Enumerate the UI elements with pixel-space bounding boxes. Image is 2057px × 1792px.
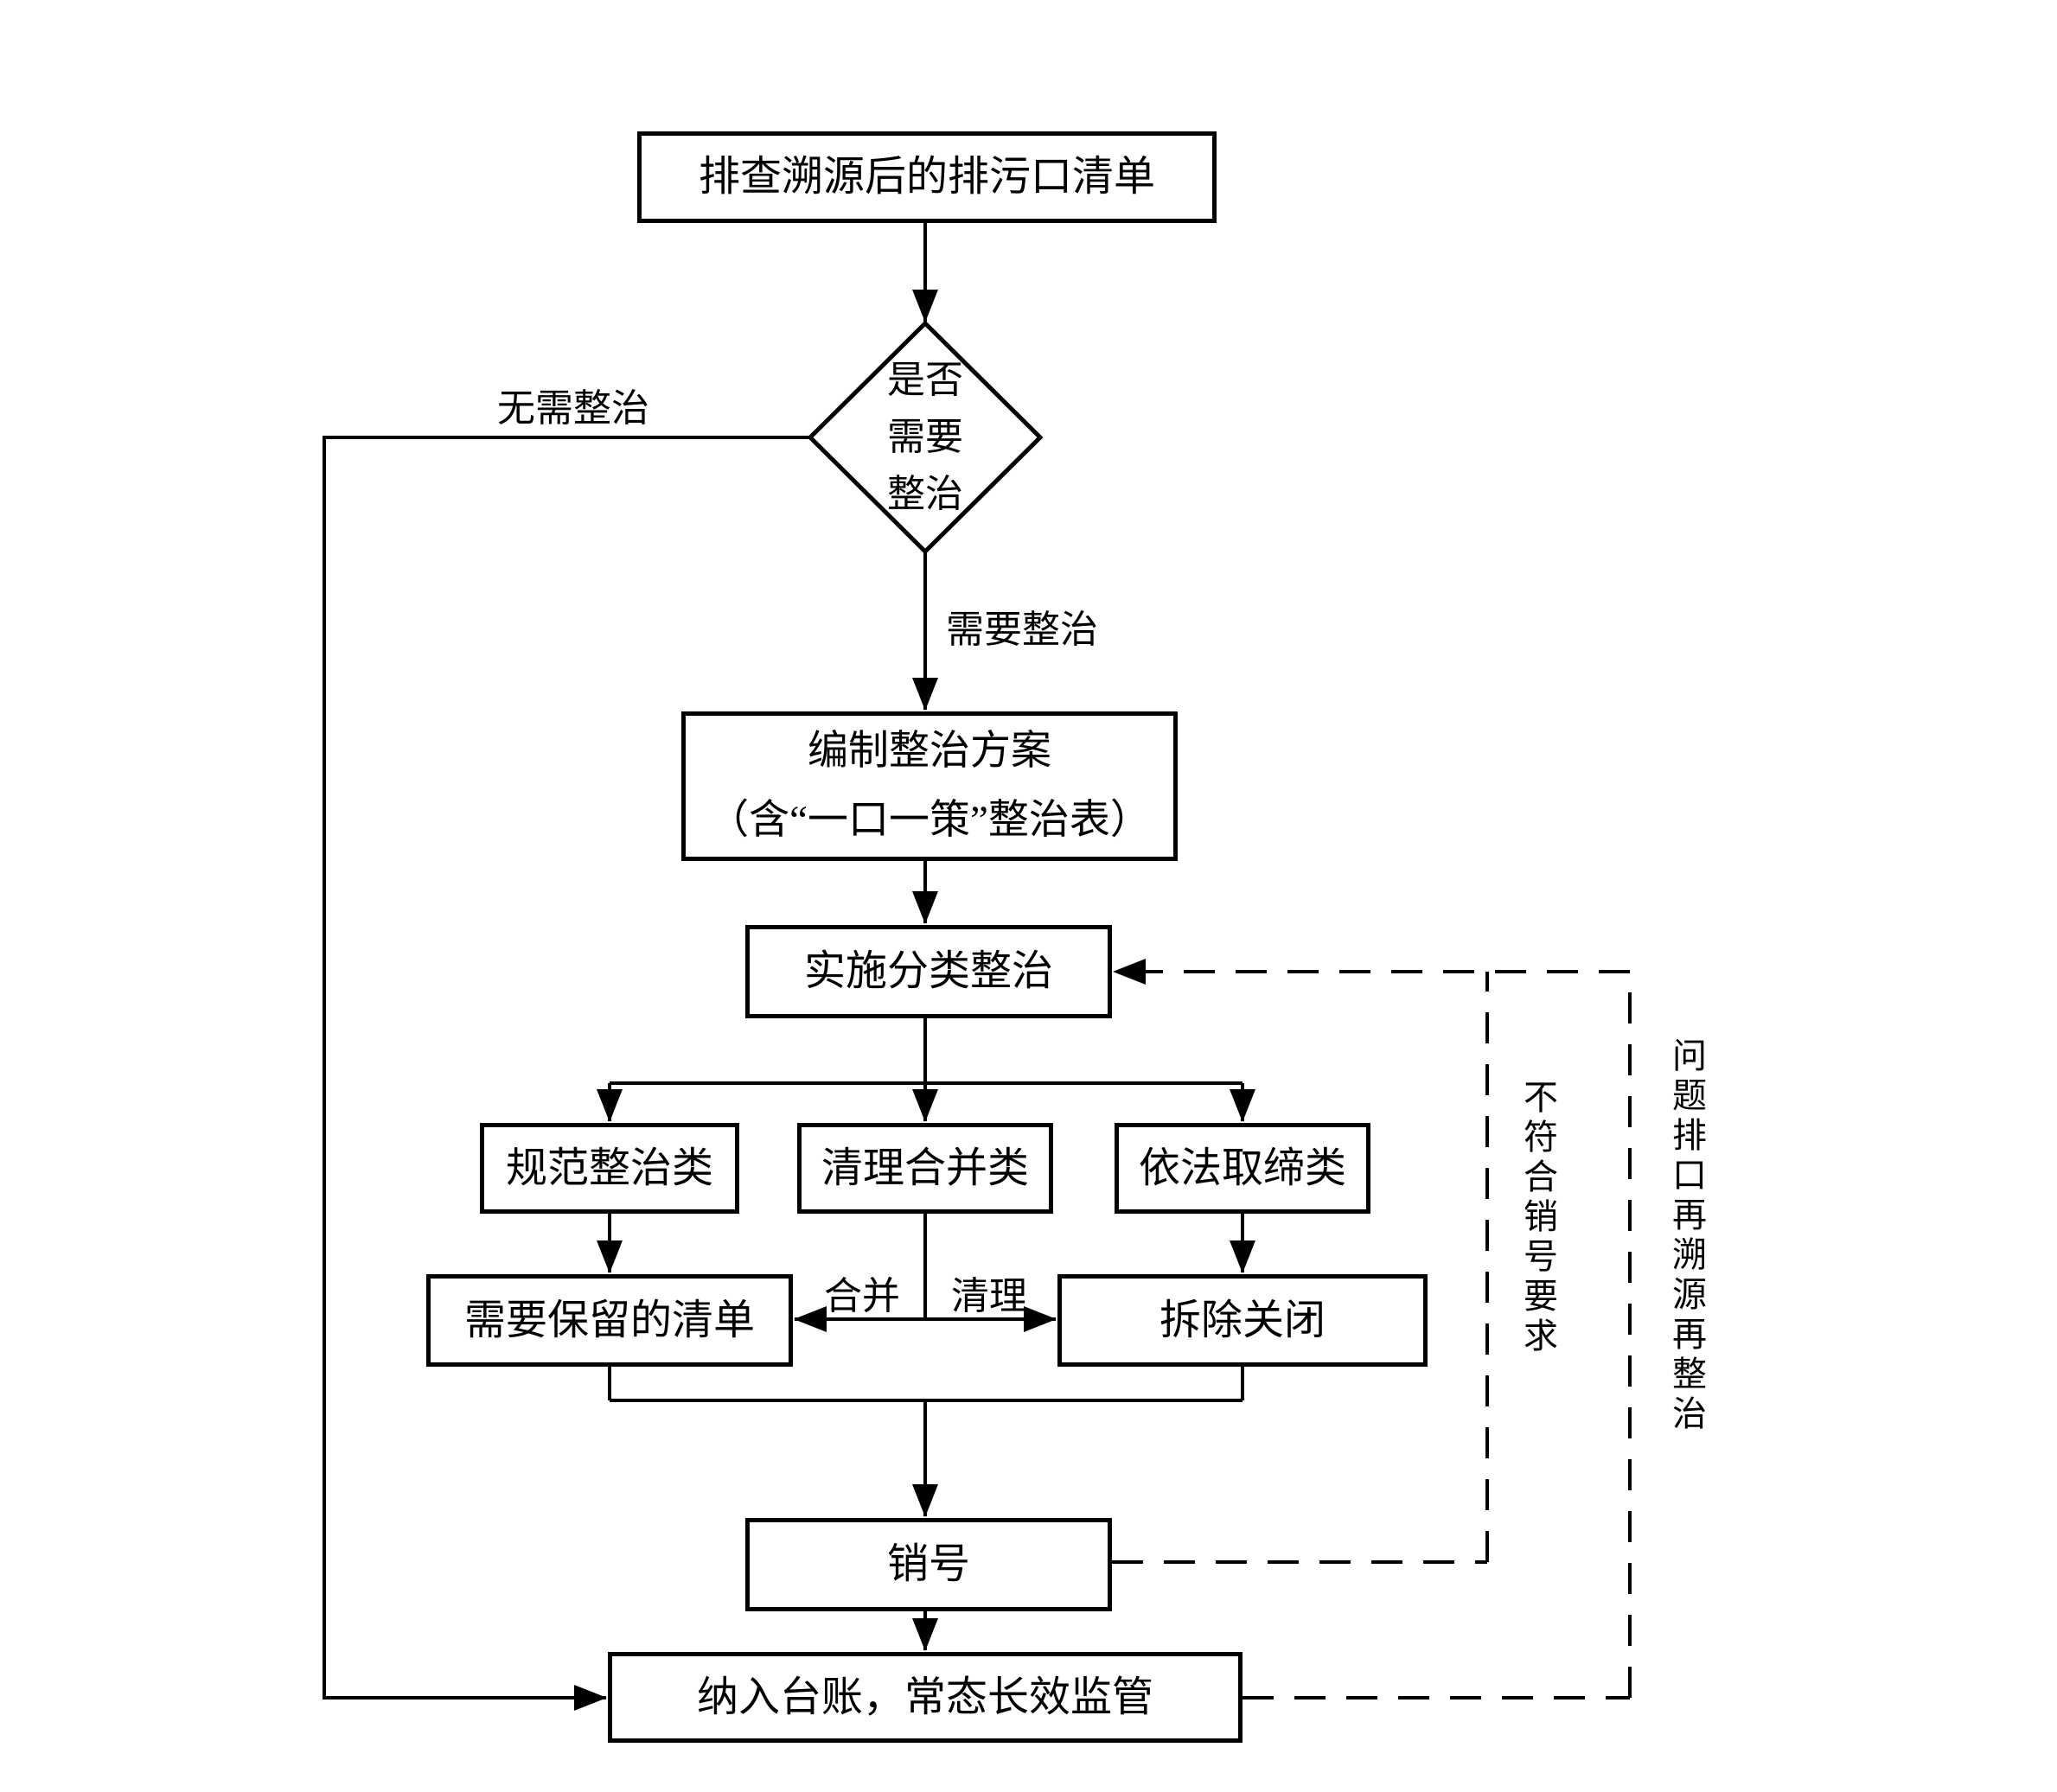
decision-line: 需要 bbox=[887, 416, 963, 458]
edge-label-need: 需要整治 bbox=[946, 609, 1098, 651]
node-category-standard-label: 规范整治类 bbox=[505, 1145, 713, 1191]
node-ledger-label: 纳入台账，常态长效监管 bbox=[696, 1674, 1153, 1720]
dashed-connectors bbox=[1112, 959, 1632, 1700]
node-source-list-label: 排查溯源后的排污口清单 bbox=[698, 154, 1155, 200]
node-category-merge: 清理合并类 bbox=[797, 1123, 1053, 1214]
node-category-ban: 依法取缔类 bbox=[1115, 1123, 1370, 1214]
decision-line: 是否 bbox=[887, 359, 963, 401]
edge-label-clear: 清理 bbox=[951, 1275, 1027, 1317]
decision-line: 整治 bbox=[887, 473, 963, 515]
node-implement-label: 实施分类整治 bbox=[803, 948, 1053, 994]
node-plan-label: 编制整治方案 （含“一口一策”整治表） bbox=[708, 717, 1151, 856]
decision-diamond bbox=[807, 320, 1044, 555]
node-decision-label: 是否 需要 整治 bbox=[887, 352, 963, 523]
node-demolish-close-label: 拆除关闭 bbox=[1159, 1297, 1326, 1343]
edge-label-no-need: 无需整治 bbox=[497, 387, 649, 430]
edge-label-not-meet-closeout: 不符合销号要求 bbox=[1518, 1079, 1557, 1357]
node-ledger: 纳入台账，常态长效监管 bbox=[608, 1652, 1243, 1743]
solid-connectors bbox=[323, 223, 1255, 1711]
node-implement: 实施分类整治 bbox=[745, 925, 1112, 1018]
node-category-merge-label: 清理合并类 bbox=[821, 1145, 1029, 1191]
node-source-list: 排查溯源后的排污口清单 bbox=[637, 131, 1217, 223]
edge-label-problem-retrace: 问题排口再溯源再整治 bbox=[1667, 1037, 1706, 1435]
node-closeout-label: 销号 bbox=[886, 1541, 970, 1587]
node-demolish-close: 拆除关闭 bbox=[1057, 1274, 1428, 1367]
node-closeout: 销号 bbox=[745, 1518, 1112, 1611]
node-category-ban-label: 依法取缔类 bbox=[1138, 1145, 1346, 1191]
node-category-standard: 规范整治类 bbox=[480, 1123, 739, 1214]
plan-line-2: （含“一口一策”整治表） bbox=[708, 797, 1151, 843]
node-plan: 编制整治方案 （含“一口一策”整治表） bbox=[681, 711, 1178, 861]
node-keep-list: 需要保留的清单 bbox=[426, 1274, 793, 1367]
connector-no-need-path bbox=[323, 436, 810, 1711]
node-keep-list-label: 需要保留的清单 bbox=[463, 1297, 755, 1343]
edge-label-merge: 合并 bbox=[824, 1275, 900, 1317]
plan-line-1: 编制整治方案 bbox=[807, 728, 1051, 774]
